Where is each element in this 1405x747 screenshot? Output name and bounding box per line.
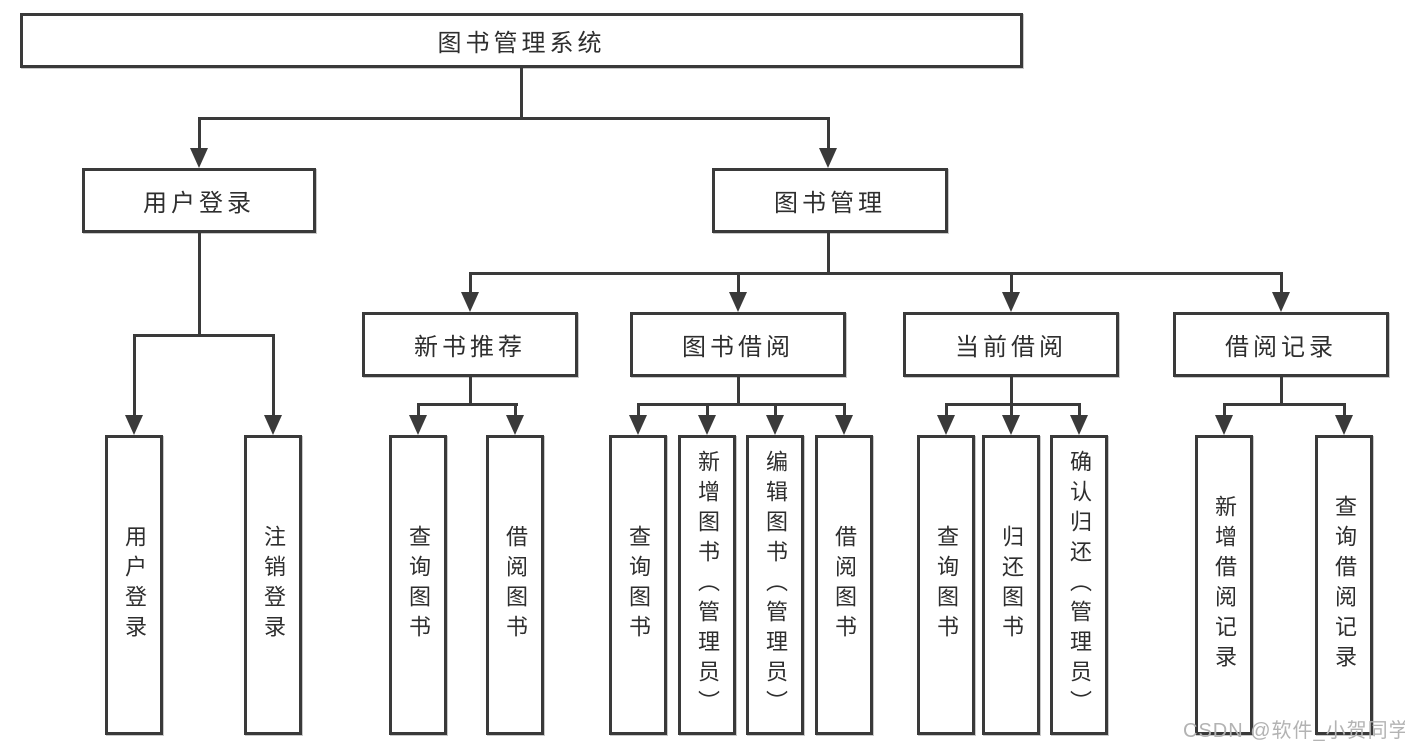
leaf-add-books-admin-label: 新增图书（管理员）: [695, 450, 720, 720]
leaf-query-borrow-record-label: 查询借阅记录: [1332, 495, 1357, 675]
node-borrow-records-label: 借阅记录: [1225, 334, 1337, 361]
node-user-login-label: 用户登录: [143, 190, 255, 217]
leaf-return-books-label: 归还图书: [999, 525, 1024, 645]
arrowhead-borrow-books-1-icon: [506, 415, 524, 435]
connector-book-borrow-rail: [637, 403, 846, 406]
node-root-label: 图书管理系统: [437, 30, 606, 57]
leaf-query-books-borrow: 查询图书: [609, 435, 667, 735]
connector-drop-current-borrow: [1010, 272, 1013, 293]
arrowhead-return-books-icon: [1002, 415, 1020, 435]
leaf-user-login-label: 用户登录: [122, 525, 147, 645]
connector-drop-book-borrow: [737, 272, 740, 293]
leaf-add-borrow-record-label: 新增借阅记录: [1212, 495, 1237, 675]
arrowhead-current-borrow-icon: [1002, 292, 1020, 312]
connector-drop-query-record: [1343, 403, 1346, 417]
arrowhead-query-books-1-icon: [409, 415, 427, 435]
leaf-borrow-books-recommend: 借阅图书: [486, 435, 544, 735]
leaf-return-books: 归还图书: [982, 435, 1040, 735]
connector-drop-query-books-2: [637, 403, 640, 417]
arrowhead-new-book-icon: [461, 292, 479, 312]
connector-drop-confirm-return: [1078, 403, 1081, 417]
connector-book-management-rail: [469, 272, 1283, 275]
connector-user-login-stem: [198, 233, 201, 336]
leaf-logout-login: 注销登录: [244, 435, 302, 735]
arrowhead-leaf-logout-icon: [264, 415, 282, 435]
arrowhead-add-record-icon: [1215, 415, 1233, 435]
connector-new-book-stem: [469, 377, 472, 405]
leaf-add-borrow-record: 新增借阅记录: [1195, 435, 1253, 735]
node-current-borrow: 当前借阅: [903, 312, 1119, 377]
connector-drop-return-books: [1010, 403, 1013, 417]
connector-drop-borrow-books-1: [514, 403, 517, 417]
leaf-user-login: 用户登录: [105, 435, 163, 735]
node-book-borrow: 图书借阅: [630, 312, 846, 377]
connector-user-login-rail: [133, 334, 275, 337]
connector-book-borrow-stem: [737, 377, 740, 405]
connector-drop-book-management: [827, 117, 830, 150]
leaf-confirm-return-admin-label: 确认归还（管理员）: [1067, 450, 1092, 720]
arrowhead-add-books-icon: [698, 415, 716, 435]
leaf-query-books-recommend-label: 查询图书: [406, 525, 431, 645]
leaf-confirm-return-admin: 确认归还（管理员）: [1050, 435, 1108, 735]
leaf-borrow-books: 借阅图书: [815, 435, 873, 735]
leaf-edit-books-admin: 编辑图书（管理员）: [746, 435, 804, 735]
node-root-library-system: 图书管理系统: [20, 13, 1023, 68]
node-new-book-recommend-label: 新书推荐: [414, 334, 526, 361]
node-current-borrow-label: 当前借阅: [955, 334, 1067, 361]
arrowhead-leaf-user-login-icon: [125, 415, 143, 435]
connector-root-rail: [198, 117, 830, 120]
connector-drop-user-login: [198, 117, 201, 150]
connector-drop-borrow-records: [1280, 272, 1283, 293]
connector-borrow-records-stem: [1280, 377, 1283, 405]
arrowhead-user-login-icon: [190, 148, 208, 168]
connector-drop-add-record: [1223, 403, 1226, 417]
leaf-borrow-books-label: 借阅图书: [832, 525, 857, 645]
leaf-logout-login-label: 注销登录: [261, 525, 286, 645]
arrowhead-book-management-icon: [819, 148, 837, 168]
node-borrow-records: 借阅记录: [1173, 312, 1389, 377]
arrowhead-borrow-records-icon: [1272, 292, 1290, 312]
arrowhead-query-books-2-icon: [629, 415, 647, 435]
leaf-query-books-recommend: 查询图书: [389, 435, 447, 735]
node-new-book-recommend: 新书推荐: [362, 312, 578, 377]
connector-current-borrow-stem: [1010, 377, 1013, 405]
arrowhead-query-books-3-icon: [937, 415, 955, 435]
arrowhead-borrow-books-2-icon: [835, 415, 853, 435]
node-book-management-label: 图书管理: [774, 190, 886, 217]
connector-drop-borrow-books-2: [843, 403, 846, 417]
connector-drop-add-books: [706, 403, 709, 417]
connector-root-stem: [520, 68, 523, 119]
connector-book-management-stem: [827, 233, 830, 274]
arrowhead-book-borrow-icon: [729, 292, 747, 312]
connector-drop-edit-books: [774, 403, 777, 417]
leaf-query-books-current-label: 查询图书: [934, 525, 959, 645]
connector-borrow-records-rail: [1223, 403, 1346, 406]
leaf-query-books-borrow-label: 查询图书: [626, 525, 651, 645]
arrowhead-edit-books-icon: [766, 415, 784, 435]
connector-drop-leaf-user-login: [133, 334, 136, 416]
arrowhead-query-record-icon: [1335, 415, 1353, 435]
node-user-login: 用户登录: [82, 168, 316, 233]
leaf-edit-books-admin-label: 编辑图书（管理员）: [763, 450, 788, 720]
node-book-borrow-label: 图书借阅: [682, 334, 794, 361]
connector-drop-query-books-1: [417, 403, 420, 417]
connector-drop-query-books-3: [945, 403, 948, 417]
leaf-query-borrow-record: 查询借阅记录: [1315, 435, 1373, 735]
csdn-watermark: CSDN @软件_小贺同学: [1183, 720, 1405, 742]
arrowhead-confirm-return-icon: [1070, 415, 1088, 435]
connector-drop-leaf-logout: [272, 334, 275, 416]
leaf-query-books-current: 查询图书: [917, 435, 975, 735]
leaf-add-books-admin: 新增图书（管理员）: [678, 435, 736, 735]
connector-drop-new-book: [469, 272, 472, 293]
connector-new-book-rail: [417, 403, 518, 406]
leaf-borrow-books-recommend-label: 借阅图书: [503, 525, 528, 645]
node-book-management: 图书管理: [712, 168, 948, 233]
